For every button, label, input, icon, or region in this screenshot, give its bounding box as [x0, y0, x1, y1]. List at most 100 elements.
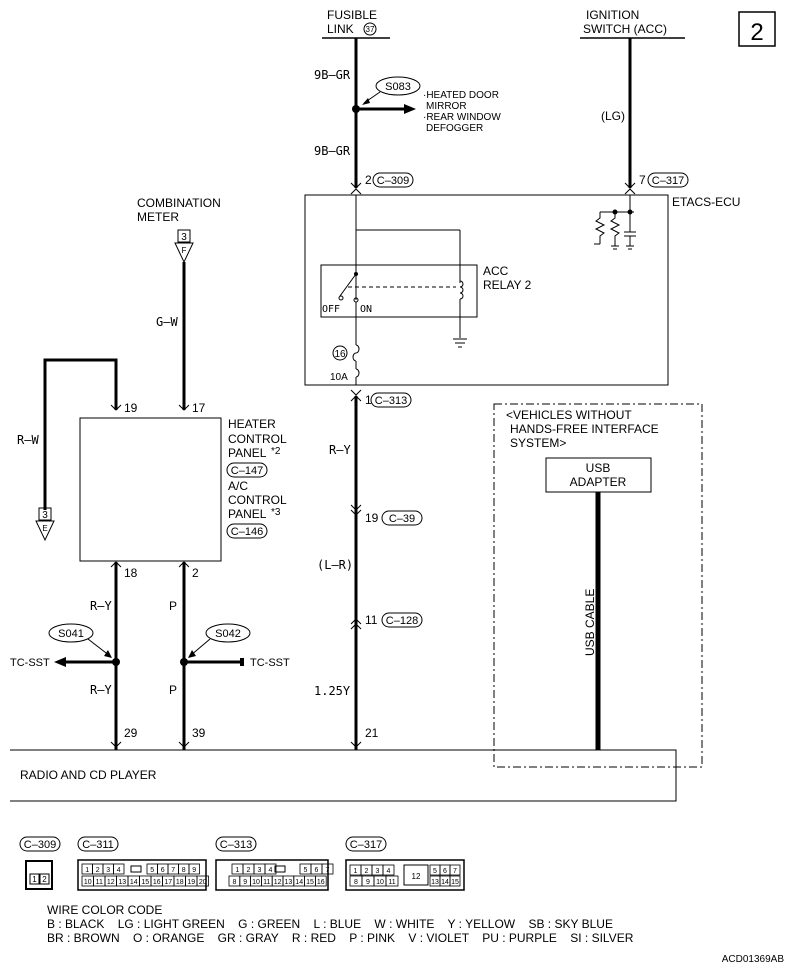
svg-text:S042: S042 — [215, 628, 241, 640]
svg-text:10A: 10A — [330, 372, 348, 383]
connector-pin: 18 — [176, 879, 184, 886]
svg-text:PANEL: PANEL — [228, 446, 267, 460]
connector-pin: 4 — [117, 867, 121, 874]
connector-pin: 3 — [376, 868, 380, 875]
svg-text:C–311: C–311 — [82, 839, 114, 851]
svg-text:2: 2 — [192, 566, 199, 580]
svg-text:C–317: C–317 — [350, 839, 382, 851]
connector-pin: 1 — [354, 868, 358, 875]
svg-text:P: P — [169, 683, 177, 697]
svg-text:2: 2 — [365, 173, 372, 187]
connector-pin: 11 — [388, 879, 395, 886]
svg-text:HANDS-FREE INTERFACE: HANDS-FREE INTERFACE — [510, 422, 659, 436]
svg-text:R–Y: R–Y — [90, 683, 112, 697]
svg-text:12: 12 — [412, 872, 421, 881]
svg-text:29: 29 — [124, 726, 138, 740]
connector-pin: 5 — [433, 868, 437, 875]
connector-pin: 8 — [182, 867, 186, 874]
svg-text:E: E — [42, 524, 47, 533]
svg-text:2: 2 — [42, 875, 47, 884]
svg-text:TC-SST: TC-SST — [250, 657, 290, 669]
svg-text:R–Y: R–Y — [90, 599, 112, 613]
svg-text:C–317: C–317 — [652, 175, 684, 187]
etacs-ecu-box — [304, 194, 669, 386]
ignition-switch-label-2: SWITCH (ACC) — [583, 22, 667, 36]
svg-text:7: 7 — [639, 173, 646, 187]
control-panel-box — [79, 417, 222, 562]
svg-text:9B–GR: 9B–GR — [314, 144, 351, 158]
connector-pin: 12 — [107, 879, 115, 886]
svg-text:·HEATED DOOR: ·HEATED DOOR — [423, 90, 499, 101]
connector-pin: 1 — [85, 867, 89, 874]
svg-text:CONTROL: CONTROL — [228, 432, 287, 446]
svg-text:<VEHICLES WITHOUT: <VEHICLES WITHOUT — [506, 408, 632, 422]
connector-pin: 4 — [387, 868, 391, 875]
connector-pin: 14 — [130, 879, 138, 886]
fusible-link-number-circle — [363, 22, 377, 36]
svg-text:C–313: C–313 — [375, 395, 407, 407]
fusible-link-label-2: LINK — [327, 22, 354, 36]
connector-pin: 3 — [106, 867, 110, 874]
svg-text:TC-SST: TC-SST — [10, 657, 50, 669]
svg-text:(L–R): (L–R) — [317, 558, 353, 572]
svg-text:SYSTEM>: SYSTEM> — [510, 436, 566, 450]
figure-id: ACD01369AB — [722, 954, 785, 965]
connector-pin: 2 — [96, 867, 100, 874]
c317-bottom-left-pins: 8 9 10 11 — [349, 875, 399, 887]
svg-text:USB CABLE: USB CABLE — [583, 589, 597, 656]
svg-text:DEFOGGER: DEFOGGER — [426, 123, 483, 134]
connector-pin: 16 — [317, 879, 325, 886]
connector-pin: 13 — [118, 879, 126, 886]
svg-text:OFF: OFF — [322, 304, 340, 315]
connector-pin: 2 — [247, 867, 251, 874]
svg-text:R–W: R–W — [17, 433, 39, 447]
connector-pin: 10 — [376, 879, 384, 886]
svg-text:R–Y: R–Y — [329, 443, 351, 457]
connector-pin: 11 — [263, 879, 270, 886]
svg-text:19: 19 — [365, 511, 379, 525]
fusible-link-number: 37 — [366, 25, 375, 34]
connector-pin: 15 — [306, 879, 314, 886]
svg-text:A/C: A/C — [228, 479, 248, 493]
connector-pin: 9 — [243, 879, 247, 886]
connector-pin: 7 — [326, 867, 330, 874]
connector-pin: 10 — [84, 879, 92, 886]
svg-text:COMBINATION: COMBINATION — [137, 196, 221, 210]
connector-pin: 20 — [199, 879, 207, 886]
svg-text:ADAPTER: ADAPTER — [570, 475, 627, 489]
etacs-ecu-label: ETACS-ECU — [672, 195, 740, 209]
svg-text:ACC: ACC — [483, 264, 509, 278]
connector-pin: 15 — [141, 879, 149, 886]
radio-cd-player-box — [10, 749, 677, 802]
svg-text:S083: S083 — [385, 81, 411, 93]
connector-pin: 6 — [443, 868, 447, 875]
connector-pin: 12 — [274, 879, 282, 886]
svg-text:C–313: C–313 — [220, 839, 252, 851]
svg-text:HEATER: HEATER — [228, 417, 276, 431]
ignition-switch-label: IGNITION — [586, 8, 639, 22]
connector-pin: 8 — [354, 879, 358, 886]
svg-text:C–309: C–309 — [24, 839, 56, 851]
connector-pin: 2 — [365, 868, 369, 875]
connector-pin: 9 — [366, 879, 370, 886]
svg-text:F: F — [182, 246, 187, 255]
connector-pin: 14 — [295, 879, 303, 886]
connector-pin: 8 — [232, 879, 236, 886]
splice-s083-tag — [375, 76, 421, 96]
fusible-link-label: FUSIBLE — [327, 8, 377, 22]
connector-pin: 7 — [171, 867, 175, 874]
connector-pin: 4 — [269, 867, 273, 874]
connector-pin: 9 — [192, 867, 196, 874]
svg-text:18: 18 — [124, 566, 138, 580]
connector-pin: 1 — [236, 867, 240, 874]
usb-vehicle-box — [493, 403, 703, 768]
legend-row-1: B : BLACK LG : LIGHT GREEN G : GREEN L :… — [47, 917, 613, 931]
svg-text:9B–GR: 9B–GR — [314, 68, 351, 82]
connector-pin: 5 — [150, 867, 154, 874]
